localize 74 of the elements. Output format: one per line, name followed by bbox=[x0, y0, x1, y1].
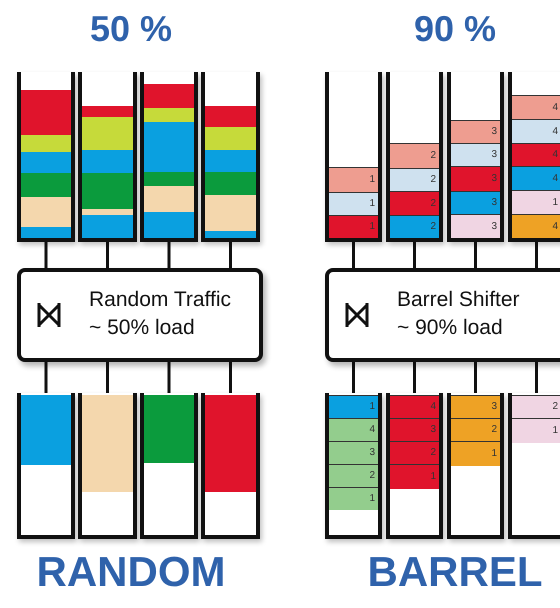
packet-block: 1 bbox=[329, 487, 378, 510]
connector-line bbox=[474, 242, 477, 268]
connector-line bbox=[229, 362, 232, 393]
packet-block: 4 bbox=[512, 95, 560, 119]
connector-line bbox=[168, 242, 170, 268]
queue-buffer bbox=[325, 72, 382, 242]
packet-block: 3 bbox=[451, 395, 500, 418]
packet-block: 3 bbox=[451, 120, 500, 143]
connector-line bbox=[413, 362, 416, 393]
load-percentage-heading: 90 % bbox=[414, 8, 496, 50]
switch-box bbox=[17, 268, 263, 362]
switch-box bbox=[325, 268, 560, 362]
packet-block: 2 bbox=[390, 441, 439, 464]
packet-block: 4 bbox=[512, 119, 560, 143]
packet-block: 2 bbox=[329, 464, 378, 487]
connector-line bbox=[352, 242, 355, 268]
queue-buffer bbox=[78, 72, 137, 242]
packet-block: 2 bbox=[390, 191, 439, 215]
packet-block: 1 bbox=[329, 192, 378, 215]
packet-block: 3 bbox=[451, 143, 500, 166]
queue-buffer bbox=[140, 72, 198, 242]
packet-block: 1 bbox=[512, 418, 560, 443]
connector-line bbox=[352, 362, 355, 393]
pattern-name-caption: BARREL bbox=[368, 548, 542, 596]
queue-buffer bbox=[508, 393, 560, 539]
connector-line bbox=[413, 242, 416, 268]
packet-block: 1 bbox=[329, 215, 378, 238]
queue-buffer bbox=[140, 393, 198, 539]
packet-block: 4 bbox=[329, 418, 378, 441]
queue-buffer bbox=[386, 393, 443, 539]
packet-block: 4 bbox=[512, 143, 560, 166]
connector-line bbox=[535, 362, 538, 393]
connector-line bbox=[474, 362, 477, 393]
packet-block: 2 bbox=[512, 395, 560, 418]
connector-line bbox=[229, 242, 232, 268]
packet-block: 1 bbox=[451, 441, 500, 466]
packet-block: 3 bbox=[451, 166, 500, 191]
packet-block: 3 bbox=[390, 418, 439, 441]
packet-block: 4 bbox=[512, 166, 560, 190]
packet-block: 1 bbox=[390, 464, 439, 489]
queue-buffer bbox=[508, 72, 560, 242]
queue-buffer bbox=[17, 72, 75, 242]
queue-buffer bbox=[17, 393, 75, 539]
switch-title: Random Traffic bbox=[89, 288, 232, 312]
packet-block: 3 bbox=[451, 191, 500, 214]
switch-load: ~ 50% load bbox=[89, 316, 195, 340]
packet-block: 1 bbox=[329, 395, 378, 418]
queue-buffer bbox=[325, 393, 382, 539]
connector-line bbox=[44, 362, 48, 393]
packet-block: 3 bbox=[451, 214, 500, 238]
packet-block: 4 bbox=[390, 395, 439, 418]
load-percentage-heading: 50 % bbox=[90, 8, 172, 50]
switch-load: ~ 90% load bbox=[397, 316, 503, 340]
connector-line bbox=[535, 242, 538, 268]
switch-title: Barrel Shifter bbox=[397, 288, 520, 312]
packet-block: 1 bbox=[512, 190, 560, 214]
queue-buffer bbox=[447, 393, 504, 539]
connector-line bbox=[106, 242, 109, 268]
packet-block: 2 bbox=[390, 215, 439, 238]
queue-buffer bbox=[201, 393, 260, 539]
packet-block: 2 bbox=[451, 418, 500, 441]
queue-buffer bbox=[447, 72, 504, 242]
connector-line bbox=[168, 362, 170, 393]
pattern-name-caption: RANDOM bbox=[36, 548, 226, 596]
queue-buffer bbox=[386, 72, 443, 242]
connector-line bbox=[44, 242, 48, 268]
queue-buffer bbox=[78, 393, 137, 539]
packet-block: 2 bbox=[390, 168, 439, 191]
packet-block: 1 bbox=[329, 167, 378, 192]
packet-block: 4 bbox=[512, 214, 560, 238]
connector-line bbox=[106, 362, 109, 393]
packet-block: 2 bbox=[390, 143, 439, 168]
queue-buffer bbox=[201, 72, 260, 242]
packet-block: 3 bbox=[329, 441, 378, 464]
